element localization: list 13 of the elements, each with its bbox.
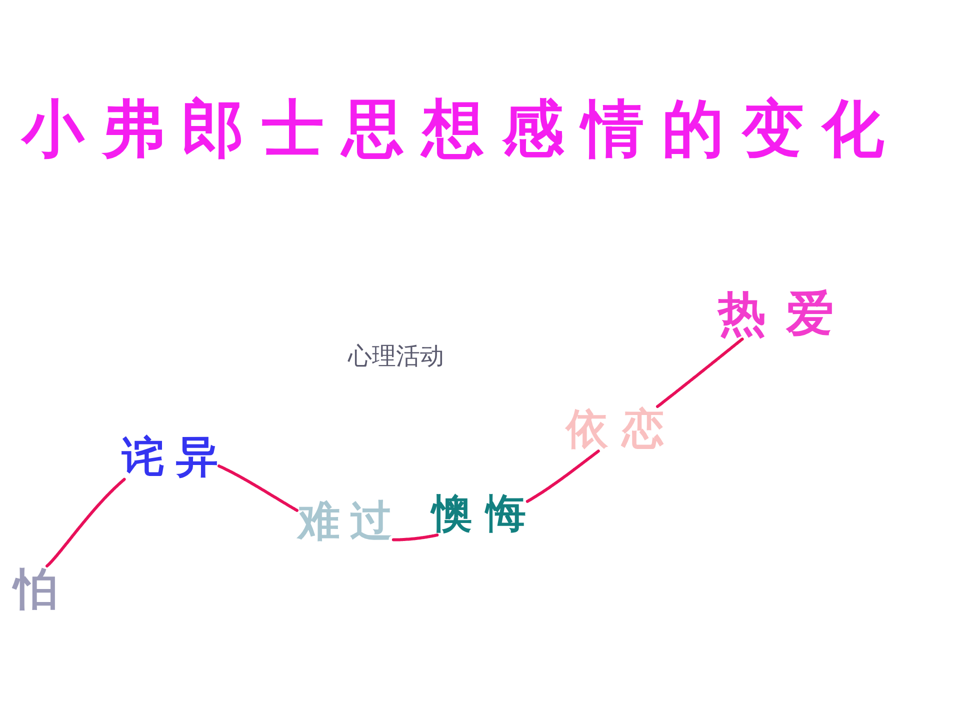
curve-segment bbox=[46, 478, 126, 568]
curve-segment bbox=[526, 450, 600, 503]
emotion-word: 依恋 bbox=[566, 408, 664, 450]
title: 小弗郎士思想感情的变化 bbox=[22, 98, 884, 160]
curve-segment bbox=[392, 534, 439, 542]
emotion-word: 诧异 bbox=[122, 436, 218, 478]
emotion-word: 懊悔 bbox=[432, 494, 526, 534]
chart-label: 心理活动 bbox=[348, 344, 444, 368]
emotion-word: 热爱 bbox=[718, 290, 834, 338]
emotion-word: 怕 bbox=[14, 568, 58, 612]
curve-segment bbox=[656, 338, 744, 408]
emotion-word: 难过 bbox=[298, 500, 392, 542]
curve-segment bbox=[218, 464, 298, 512]
